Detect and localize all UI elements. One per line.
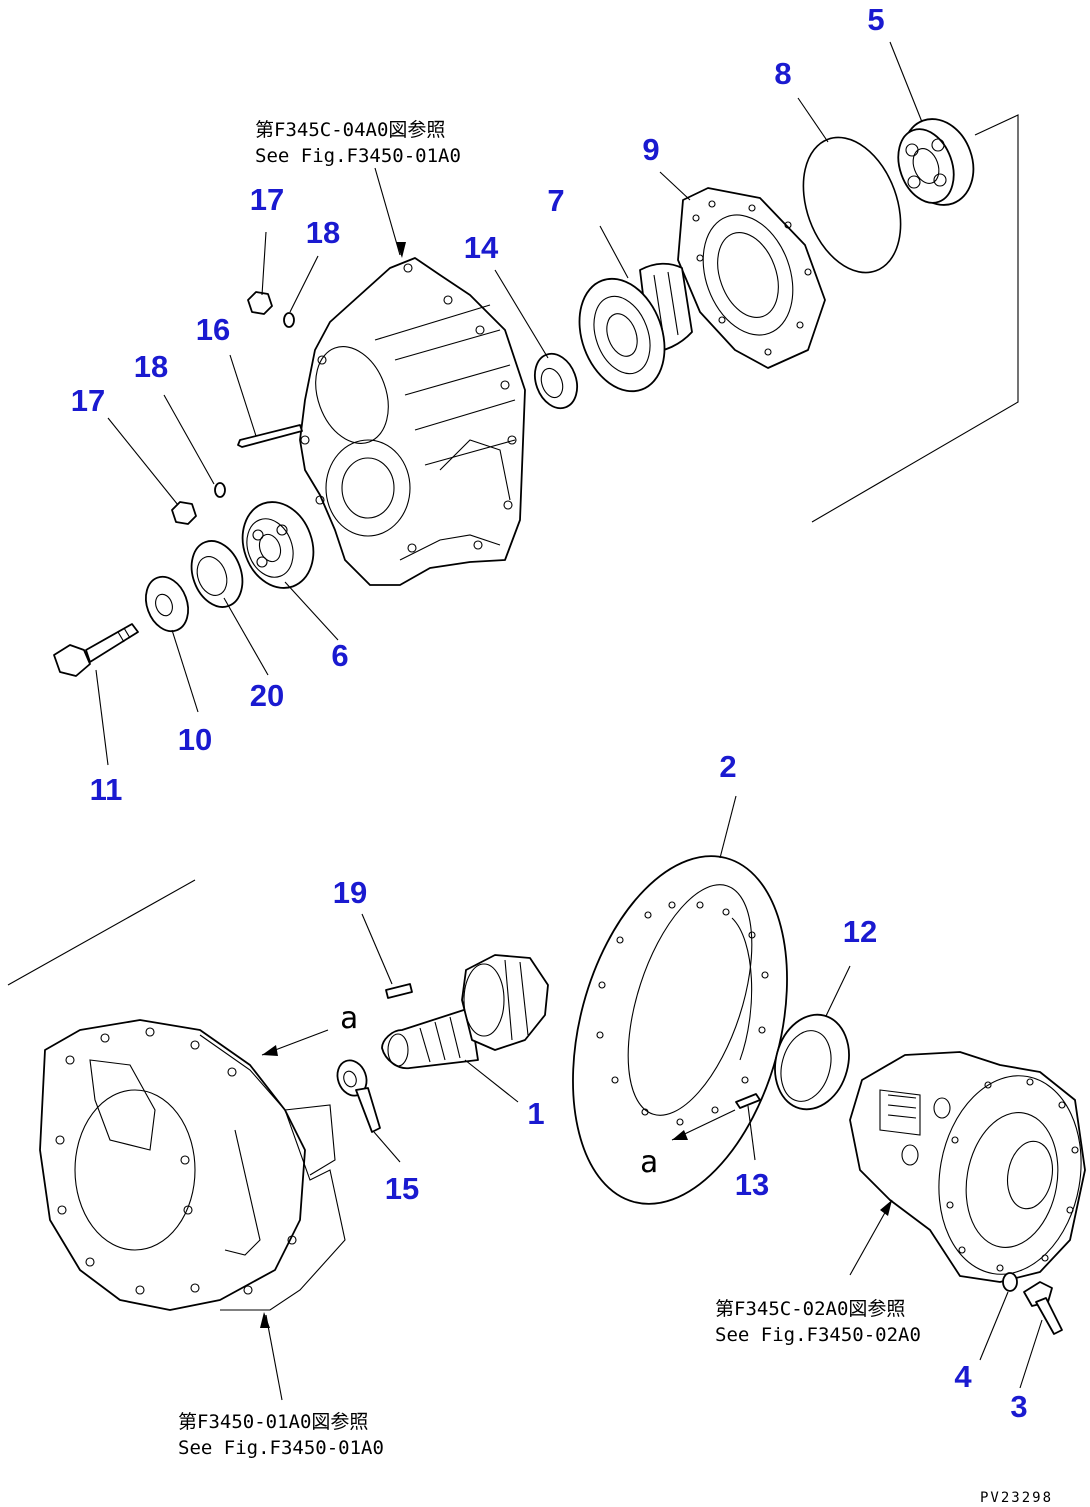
callout-17-upper: 17 bbox=[250, 182, 284, 217]
callout-numbers: 1 2 3 4 5 6 7 8 9 10 11 12 13 14 15 16 1… bbox=[71, 2, 1028, 1424]
part-7-taper-bearing bbox=[578, 262, 693, 393]
callout-2: 2 bbox=[719, 749, 736, 784]
callout-13: 13 bbox=[735, 1167, 769, 1202]
part-9-cage bbox=[677, 187, 826, 369]
part-19-pin bbox=[385, 983, 413, 999]
part-20-seal bbox=[190, 540, 244, 608]
ref-note-top-en: See Fig.F3450-01A0 bbox=[255, 145, 461, 167]
ref-arrow-bottom bbox=[260, 1312, 283, 1401]
marker-a-lower: a bbox=[640, 1145, 658, 1180]
upper-housing bbox=[299, 257, 526, 586]
marker-arrow-lower bbox=[671, 1109, 736, 1141]
part-5-bearing bbox=[897, 118, 975, 206]
callout-14: 14 bbox=[464, 230, 499, 265]
callout-3: 3 bbox=[1010, 1389, 1027, 1424]
callout-6: 6 bbox=[331, 638, 348, 673]
part-10-washer bbox=[145, 575, 189, 633]
part-4-washer bbox=[1002, 1272, 1018, 1292]
drawing-code: PV23298 bbox=[980, 1490, 1053, 1506]
callout-1: 1 bbox=[527, 1096, 544, 1131]
ref-arrow-right bbox=[849, 1199, 893, 1276]
part-1-pinion-shaft bbox=[381, 954, 549, 1070]
reference-notes: 第F345C-04A0図参照 See Fig.F3450-01A0 第F345C… bbox=[178, 119, 921, 1459]
part-15-bolt bbox=[336, 1059, 381, 1133]
part-11-bolt bbox=[53, 623, 139, 677]
callout-11: 11 bbox=[90, 772, 123, 807]
ref-note-bottom-en: See Fig.F3450-01A0 bbox=[178, 1437, 384, 1459]
part-16-stud bbox=[237, 424, 303, 448]
callout-19: 19 bbox=[333, 875, 367, 910]
ref-note-right-en: See Fig.F3450-02A0 bbox=[715, 1324, 921, 1346]
part-6-bearing bbox=[241, 501, 315, 589]
leader-lines bbox=[95, 41, 1043, 1389]
callout-18-upper: 18 bbox=[306, 215, 340, 250]
callout-8: 8 bbox=[774, 56, 791, 91]
callout-17-lower: 17 bbox=[71, 383, 105, 418]
callout-20: 20 bbox=[250, 678, 284, 713]
part-2-ring-gear bbox=[572, 855, 788, 1205]
group-bracket-line bbox=[811, 114, 1019, 523]
lower-housing bbox=[39, 1019, 346, 1311]
ref-arrow-top bbox=[374, 167, 406, 258]
part-3-bolt bbox=[1023, 1281, 1063, 1335]
callout-10: 10 bbox=[178, 722, 212, 757]
part-18-washer-upper bbox=[283, 312, 295, 328]
callout-5: 5 bbox=[867, 2, 884, 37]
callout-18-lower: 18 bbox=[134, 349, 168, 384]
part-17-nut-upper bbox=[247, 291, 273, 315]
part-8-o-ring bbox=[802, 136, 902, 274]
callout-7: 7 bbox=[547, 183, 564, 218]
marker-arrow-upper bbox=[261, 1029, 329, 1056]
part-13-pin bbox=[735, 1093, 761, 1109]
ref-note-top-jp: 第F345C-04A0図参照 bbox=[255, 119, 445, 141]
callout-15: 15 bbox=[385, 1171, 419, 1206]
callout-12: 12 bbox=[843, 914, 877, 949]
differential-case bbox=[849, 1051, 1086, 1283]
part-14-collar bbox=[534, 352, 578, 410]
callout-16: 16 bbox=[196, 312, 230, 347]
part-17-nut-lower bbox=[171, 501, 197, 525]
group-bracket-line-lower bbox=[7, 879, 196, 986]
ref-note-right-jp: 第F345C-02A0図参照 bbox=[715, 1298, 905, 1320]
part-18-washer-lower bbox=[214, 482, 226, 498]
ref-note-bottom-jp: 第F3450-01A0図参照 bbox=[178, 1411, 368, 1433]
part-12-bearing-cup bbox=[774, 1013, 850, 1111]
callout-9: 9 bbox=[642, 132, 659, 167]
callout-4: 4 bbox=[954, 1359, 972, 1394]
marker-a-upper: a bbox=[340, 1001, 358, 1036]
